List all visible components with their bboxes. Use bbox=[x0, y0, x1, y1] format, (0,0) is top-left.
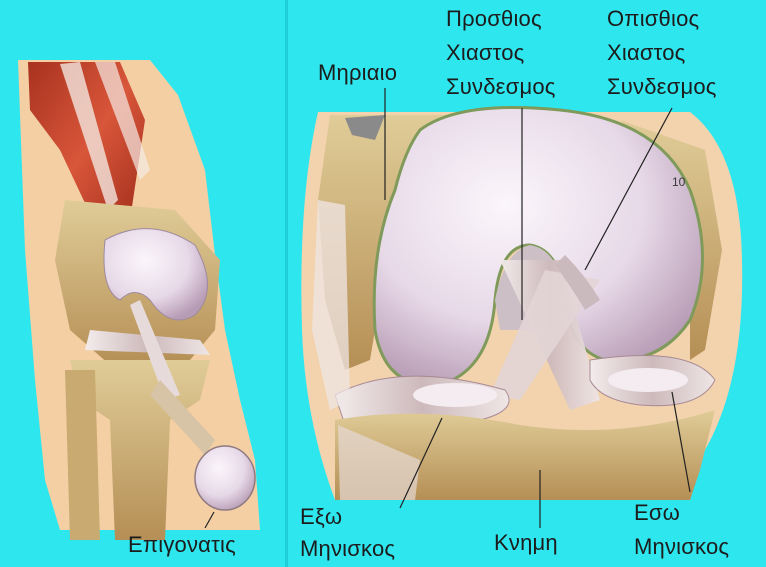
left-panel-side-view bbox=[18, 60, 260, 540]
label-tibia: Κνημη bbox=[494, 530, 558, 556]
medial-plateau bbox=[608, 368, 688, 392]
fibula-side bbox=[65, 370, 100, 540]
label-acl-line-3: Συνδεσμος bbox=[446, 74, 556, 100]
label-medial-meniscus-line-1: Εσω bbox=[634, 500, 680, 526]
label-lateral-meniscus-line-2: Μηνισκος bbox=[300, 536, 395, 562]
label-pcl-line-3: Συνδεσμος bbox=[607, 74, 717, 100]
label-medial-meniscus-line-2: Μηνισκος bbox=[634, 534, 729, 560]
patella-side bbox=[195, 446, 255, 510]
lateral-plateau bbox=[413, 383, 497, 407]
label-acl-line-2: Χιαστος bbox=[446, 40, 524, 66]
panel-divider bbox=[285, 0, 288, 567]
right-panel-front-view: 10 bbox=[301, 88, 742, 528]
label-patella: Επιγονατις bbox=[128, 532, 236, 558]
label-pcl-line-1: Οπισθιος bbox=[607, 6, 699, 32]
label-lateral-meniscus-line-1: Εξω bbox=[300, 504, 342, 530]
label-femur: Μηριαιο bbox=[318, 60, 397, 86]
label-acl-line-1: Προσθιος bbox=[446, 6, 542, 32]
label-pcl-line-2: Χιαστος bbox=[607, 40, 685, 66]
figure-number: 10 bbox=[672, 175, 686, 189]
